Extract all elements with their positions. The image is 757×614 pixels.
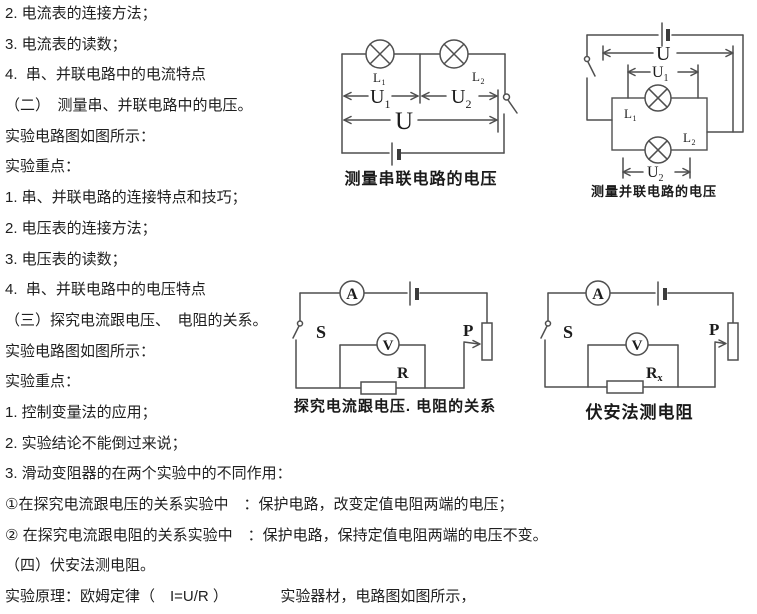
- dimension-lines: [602, 45, 734, 179]
- battery-icon: [391, 142, 401, 166]
- lamp2-label-sub: 2: [692, 138, 696, 147]
- switch-label: S: [316, 322, 326, 342]
- series-diagram-caption: 测量串联电路的电压: [344, 171, 498, 188]
- lamp-icon-l1: [365, 39, 395, 69]
- u1-label-sub: 1: [385, 97, 391, 111]
- battery-icon: [657, 281, 667, 306]
- text-line-10: 4. 串、并联电路中的电压特点: [5, 281, 206, 299]
- voltmeter-icon: V: [376, 332, 400, 356]
- u2-label: U: [647, 164, 659, 181]
- text-line-7: 1. 串、并联电路的连接特点和技巧；: [5, 189, 247, 207]
- slider-label: P: [463, 321, 473, 340]
- u-total-label: U: [395, 108, 413, 135]
- text-line-13: 实验重点：: [5, 373, 81, 391]
- lamp1-label-sub: 1: [633, 114, 637, 123]
- circuit-wires: [341, 53, 506, 154]
- lamp1-label: L: [624, 106, 632, 121]
- svg-text:V: V: [383, 338, 394, 354]
- lamp2-label: L: [472, 69, 480, 84]
- text-line-2: 3. 电流表的读数；: [5, 35, 127, 53]
- text-line-1: 2. 电流表的连接方法；: [5, 5, 157, 22]
- text-column: 2. 电流表的连接方法； 3. 电流表的读数； 4. 串、并联电路中的电流特点 （二）…: [5, 0, 548, 613]
- volt-ampere-method-diagram: A V S P R x: [540, 280, 739, 394]
- circuit-wires: [586, 34, 744, 133]
- text-line-15: 2. 实验结论不能倒过来说；: [5, 434, 187, 452]
- lamp-icon-l2: [644, 136, 672, 164]
- slider-label: P: [709, 320, 719, 339]
- u1-label-sub: 1: [664, 73, 669, 84]
- switch-icon: [292, 320, 304, 339]
- parallel-voltage-diagram: U U 1 L 1 L 2 U 2: [583, 22, 744, 184]
- lamp-icon-l2: [439, 39, 469, 69]
- svg-text:A: A: [346, 286, 358, 303]
- battery-icon: [409, 281, 419, 306]
- u1-label: U: [370, 86, 385, 108]
- dimension-lines: [343, 53, 499, 133]
- resistor-icon: [606, 380, 644, 394]
- u2-label: U: [451, 86, 466, 108]
- volt-ampere-caption: 伏安法测电阻: [585, 403, 694, 422]
- text-line-14: 1. 控制变量法的应用；: [5, 403, 157, 421]
- svg-text:V: V: [632, 338, 643, 354]
- u2-label-sub: 2: [466, 97, 472, 111]
- switch-icon: [540, 320, 552, 339]
- text-line-6: 实验重点：: [5, 158, 81, 176]
- text-line-19: （四）伏安法测电阻。: [5, 557, 156, 575]
- text-line-5: 实验电路图如图所示：: [5, 127, 156, 145]
- text-line-3: 4. 串、并联电路中的电流特点: [5, 66, 206, 84]
- lamp2-label: L: [683, 130, 691, 145]
- lamp-icon-l1: [644, 84, 672, 112]
- u-total-label: U: [656, 43, 671, 65]
- current-voltage-relation-diagram: A V S P R: [292, 280, 493, 395]
- text-line-20: 实验原理：欧姆定律（ I=U/R ） 实验器材，电路图如图所示，: [5, 588, 476, 606]
- svg-text:A: A: [592, 286, 604, 303]
- iv-relation-caption: 探究电流跟电压. 电阻的关系: [293, 398, 497, 415]
- text-line-11: （三）探究电流跟电压、 电阻的关系。: [5, 311, 268, 329]
- rheostat-icon: [463, 322, 493, 389]
- resistor-label-sub: x: [658, 373, 663, 384]
- series-voltage-diagram: L 1 L 2 U 1 U 2 U: [341, 39, 518, 166]
- lamp2-label-sub: 2: [481, 77, 485, 86]
- rheostat-icon: [714, 322, 739, 388]
- battery-icon: [661, 22, 670, 47]
- lamp1-label-sub: 1: [382, 78, 386, 87]
- ammeter-icon: A: [585, 280, 611, 306]
- text-line-4: （二） 测量串、并联电路中的电压。: [5, 97, 253, 115]
- voltmeter-icon: V: [625, 332, 649, 356]
- parallel-diagram-caption: 测量并联电路的电压: [590, 184, 717, 199]
- resistor-icon: [360, 381, 397, 395]
- text-line-16: 3. 滑动变阻器的在两个实验中的不同作用：: [5, 465, 292, 483]
- text-line-8: 2. 电压表的连接方法；: [5, 219, 157, 237]
- switch-icon: [502, 93, 518, 114]
- switch-label: S: [563, 322, 573, 342]
- switch-icon: [583, 55, 596, 77]
- text-line-18: ② 在探究电流跟电阻的关系实验中 ：保护电路，保持定值电阻两端的电压不变。: [5, 526, 548, 544]
- u1-label: U: [652, 64, 664, 81]
- text-line-9: 3. 电压表的读数；: [5, 250, 127, 268]
- u2-label-sub: 2: [659, 173, 664, 184]
- text-line-17: ①在探究电流跟电压的关系实验中 ：保护电路，改变定值电阻两端的电压；: [5, 496, 514, 513]
- text-line-12: 实验电路图如图所示：: [5, 342, 156, 360]
- lamp1-label: L: [373, 70, 381, 85]
- ammeter-icon: A: [339, 280, 365, 306]
- resistor-label: R: [397, 365, 409, 382]
- resistor-label: R: [646, 365, 658, 382]
